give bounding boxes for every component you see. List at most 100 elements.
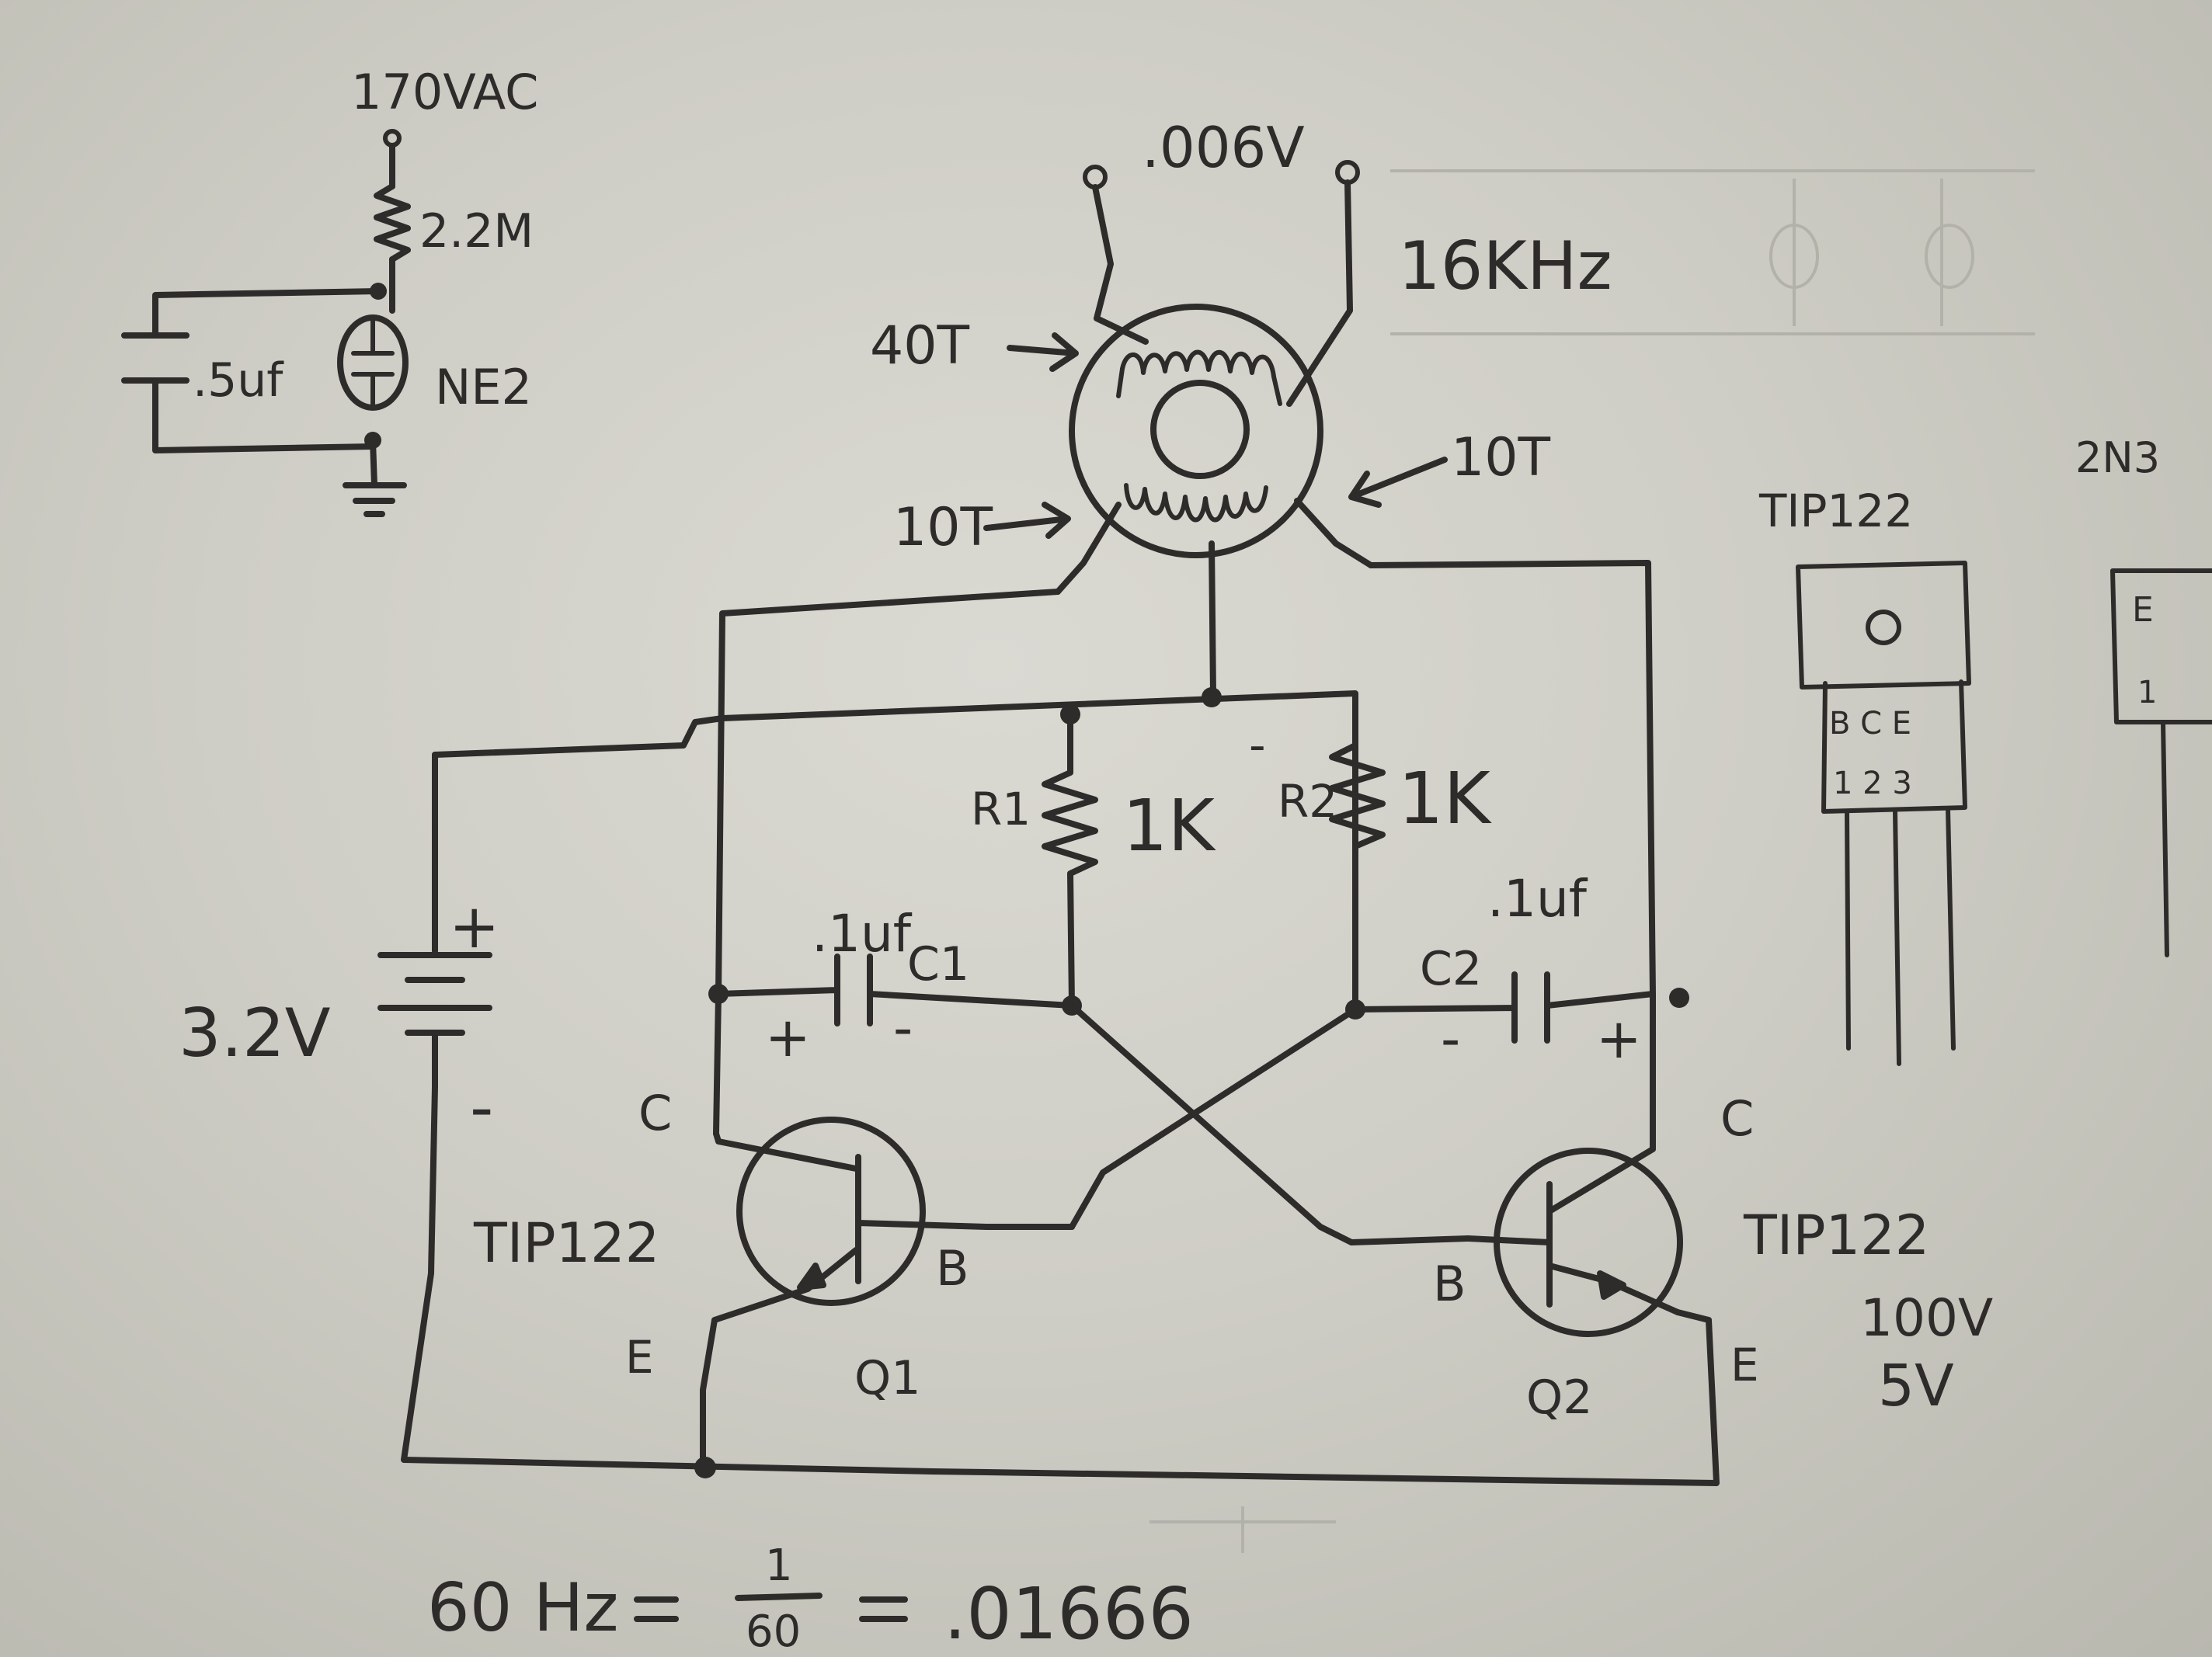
other-pin-letter: E: [2132, 590, 2154, 630]
resistor-r2-symbol: [1329, 742, 1386, 849]
wire-top-bus: [719, 690, 1358, 1013]
package-tab: [1796, 561, 1971, 690]
q1-emitter-label: E: [625, 1331, 654, 1384]
wire-left-collector: [713, 589, 1061, 1137]
output-voltage: .006V: [1142, 115, 1305, 180]
q2-collector-label: C: [1720, 1090, 1754, 1147]
top-rail: [152, 288, 381, 337]
mounting-hole: [1866, 610, 1901, 645]
q2-emitter-label: E: [1730, 1339, 1759, 1391]
c1-minus-label: -: [893, 996, 913, 1060]
multivibrator-wiring: [401, 560, 1720, 1486]
wire-right-collector: [1368, 560, 1656, 1121]
q1-part-label: TIP122: [473, 1211, 659, 1275]
q1-collector-lead: [713, 1131, 859, 1172]
q1-collector-label: C: [638, 1085, 672, 1141]
neon-lamp-circuit: 170VAC 2.2M .5uf NE2: [121, 64, 538, 517]
battery-plus-label: +: [449, 892, 499, 962]
resistor-r1-symbol: [1042, 711, 1098, 1009]
toroid-core-inner: [1150, 380, 1250, 479]
primary-right-turns-label: 10T: [1451, 427, 1551, 488]
q2-rating-voltage: 100V: [1860, 1288, 1993, 1348]
q1-emitter-lead: [700, 1247, 859, 1471]
secondary-lead-right: [1286, 179, 1353, 407]
q2-name-label: Q2: [1526, 1370, 1592, 1425]
battery-symbol: [377, 952, 492, 1036]
fraction-bar: [735, 1593, 823, 1601]
wire-cross-to-q1-base: [1069, 1006, 1358, 1230]
arrow-10t-left: [983, 502, 1071, 539]
q1-name-label: Q1: [854, 1351, 920, 1405]
q2-base-lead: [1465, 1235, 1553, 1245]
ground-symbol: [343, 482, 407, 517]
tip122-pinout: TIP122 B C E 1 2 3 2N3 E 1: [1758, 433, 2212, 1066]
source-label: 170VAC: [351, 64, 538, 120]
wire-ground-return: [401, 1084, 1720, 1486]
c2-label: C2: [1420, 942, 1482, 996]
wire-cross-to-q2-base: [1069, 1002, 1471, 1245]
r1-label: R1: [971, 783, 1031, 835]
q2-collector-lead: [1546, 1115, 1656, 1214]
wire-battery-plus: [432, 715, 725, 758]
transistor-q1: TIP122 C B E Q1: [473, 1085, 1075, 1471]
formula-numerator: 1: [765, 1541, 793, 1591]
primary-left-turns-label: 10T: [893, 497, 993, 558]
capacitor-label: .5uf: [193, 353, 284, 408]
r2-value: 1K: [1398, 757, 1493, 840]
capacitor-c1-symbol: [715, 954, 1075, 1027]
q1-body: [736, 1117, 926, 1306]
q2-base-label: B: [1433, 1256, 1466, 1312]
toroid-transformer: .006V 16KHz 40T 10T 10T: [870, 115, 1612, 698]
pin-letters: B C E: [1829, 706, 1911, 742]
resistor-r2: R2 1K: [1278, 742, 1493, 849]
frequency-label: 16KHz: [1398, 228, 1612, 305]
c2-plus-label: +: [1596, 1007, 1642, 1071]
lamp-electrodes: [351, 316, 395, 410]
center-minus-label: -: [1249, 718, 1266, 773]
formula-result: .01666: [944, 1572, 1194, 1655]
lamp-label: NE2: [435, 359, 532, 415]
resistor-2-2m-symbol: [374, 183, 411, 262]
secondary-turns-label: 40T: [870, 315, 970, 377]
arrow-40t: [1007, 332, 1079, 372]
ghost-marks: [1149, 169, 2035, 1553]
equals-sign-1: [634, 1596, 679, 1622]
other-package-outline: [2110, 568, 2212, 724]
other-package-lead: [2161, 720, 2169, 957]
frequency-formula: 60 Hz 1 60 .01666: [427, 1541, 1194, 1657]
r2-label: R2: [1278, 775, 1337, 828]
resistor-label: 2.2M: [419, 204, 534, 259]
bottom-rail: [152, 377, 376, 453]
c1-label: C1: [907, 937, 969, 992]
primary-lead-right: [1294, 498, 1374, 568]
formula-lhs: 60 Hz: [427, 1569, 619, 1647]
capacitor-c2: .1uf C2 - +: [1352, 869, 1656, 1071]
capacitor-0-5uf-symbol: [121, 332, 190, 384]
arrow-10t-right: [1348, 457, 1448, 508]
c2-value: .1uf: [1487, 869, 1588, 929]
primary-winding-10t: [1124, 483, 1268, 523]
battery-voltage-label: 3.2V: [179, 995, 331, 1072]
q1-base-label: B: [936, 1240, 969, 1297]
q1-base-lead: [855, 1220, 1075, 1230]
package-leads: [1845, 807, 1956, 1066]
secondary-winding-40t: [1116, 349, 1282, 406]
c2-minus-label: -: [1441, 1007, 1460, 1071]
c1-plus-label: +: [765, 1006, 811, 1069]
q2-rating-current: 5V: [1878, 1353, 1954, 1419]
c1-value: .1uf: [812, 904, 913, 964]
transistor-q2: TIP122 C B E Q2 100V 5V: [1433, 1090, 1993, 1425]
battery: 3.2V + -: [179, 892, 499, 1145]
capacitor-c1: .1uf C1 + -: [715, 904, 1075, 1069]
equals-sign-2: [859, 1596, 908, 1622]
capacitor-c2-symbol: [1352, 971, 1656, 1044]
q2-part-label: TIP122: [1743, 1204, 1929, 1267]
formula-denominator: 60: [746, 1607, 801, 1657]
q2-emitter-arrow: [1597, 1270, 1626, 1300]
q1-emitter-arrow: [797, 1263, 826, 1291]
primary-lead-left: [1055, 502, 1122, 595]
pin-numbers: 1 2 3: [1833, 766, 1912, 801]
resistor-r1: R1 1K: [971, 711, 1217, 1009]
